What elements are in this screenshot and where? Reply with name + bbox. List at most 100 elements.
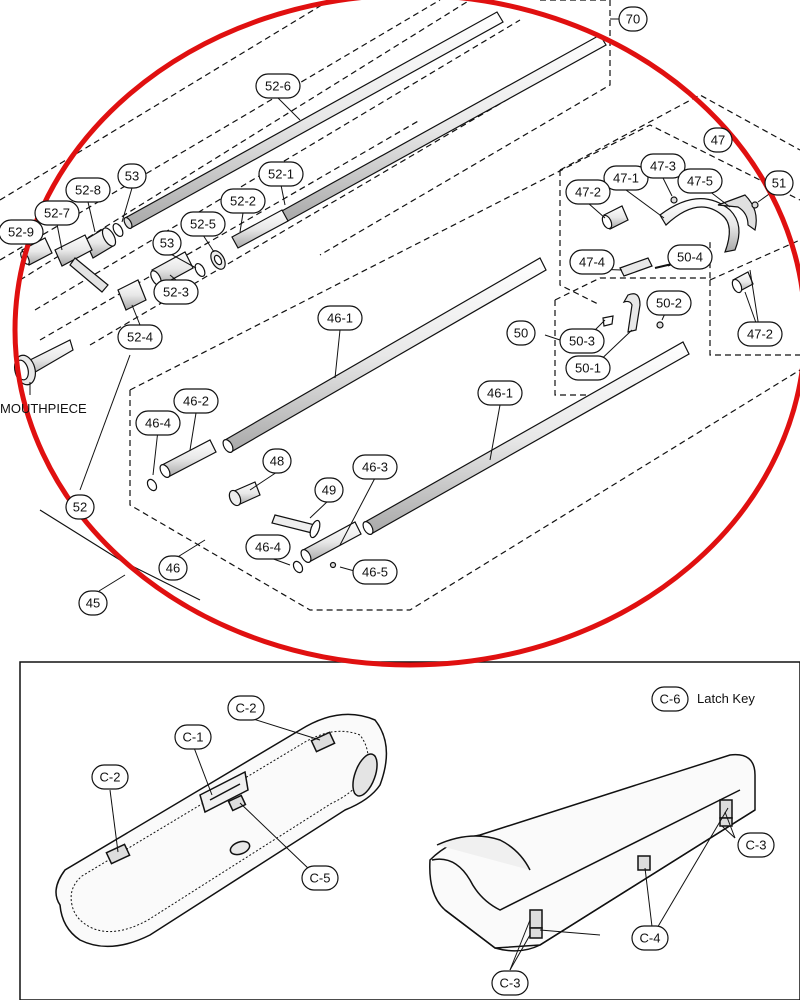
callout-52-4: 52-4 <box>117 324 163 350</box>
callout-bubble <box>262 448 292 474</box>
callout-52-3: 52-3 <box>153 279 199 305</box>
callout-bubble <box>152 230 182 256</box>
callout-label: 53 <box>160 236 174 251</box>
callout-53b: 53 <box>152 230 182 256</box>
callout-47-3: 47-3 <box>640 153 686 179</box>
callout-70: 70 <box>618 6 648 32</box>
part-47-4 <box>619 257 653 277</box>
callout-bubble <box>559 328 605 354</box>
highlight-ring <box>12 0 800 668</box>
callout-label: C-5 <box>310 871 331 886</box>
callout-label: 52-1 <box>268 167 294 182</box>
callout-label: 47-2 <box>747 327 773 342</box>
callout-C6: C-6 <box>651 686 689 712</box>
callout-50-1: 50-1 <box>565 355 611 381</box>
callout-46-4a: 46-4 <box>135 410 181 436</box>
callout-47: 47 <box>703 127 733 153</box>
callout-bubble <box>65 177 111 203</box>
callout-label: 47-3 <box>650 159 676 174</box>
callout-label: 70 <box>626 12 640 27</box>
callout-bubble <box>569 249 615 275</box>
callout-C5: C-5 <box>301 865 339 891</box>
callout-C4: C-4 <box>631 925 669 951</box>
callout-bubble <box>317 305 363 331</box>
callout-52-7: 52-7 <box>34 200 80 226</box>
callout-bubble <box>135 410 181 436</box>
callout-50-3: 50-3 <box>559 328 605 354</box>
callout-bubble <box>764 170 794 196</box>
callout-bubble <box>491 970 529 996</box>
callout-label: 52-9 <box>8 225 34 240</box>
part-47-1 <box>659 198 740 253</box>
part-52-7 <box>54 234 109 293</box>
callout-label: C-1 <box>183 730 204 745</box>
callout-45: 45 <box>78 590 108 616</box>
callout-label: C-6 <box>660 692 681 707</box>
callout-C2a: C-2 <box>227 695 265 721</box>
callout-label: 50-3 <box>569 334 595 349</box>
callout-bubble <box>34 200 80 226</box>
group-outlines <box>0 0 800 611</box>
part-47-2a <box>601 205 629 230</box>
callout-label: 52-6 <box>265 79 291 94</box>
part-47-3 <box>670 196 678 204</box>
callout-bubble <box>65 494 95 520</box>
callout-label: 52-2 <box>230 194 256 209</box>
callout-label: 52-5 <box>190 217 216 232</box>
part-49 <box>271 514 321 539</box>
ring-46-4b <box>292 560 304 574</box>
callout-46-5: 46-5 <box>352 559 398 585</box>
callout-label: C-3 <box>500 976 521 991</box>
callout-47-5: 47-5 <box>677 168 723 194</box>
callout-label: C-4 <box>640 931 661 946</box>
callout-label: 50 <box>514 326 528 341</box>
case-panel-border <box>19 661 800 1000</box>
part-48 <box>228 481 261 507</box>
callout-52: 52 <box>65 494 95 520</box>
callout-bubble <box>117 324 163 350</box>
callout-C1: C-1 <box>174 724 212 750</box>
callout-52-9: 52-9 <box>0 219 44 245</box>
case-leaders <box>109 717 736 971</box>
callout-bubble <box>618 6 648 32</box>
callout-label: 46-1 <box>487 386 513 401</box>
callout-label: 50-1 <box>575 361 601 376</box>
callout-label: 51 <box>772 176 786 191</box>
callout-bubble <box>646 290 692 316</box>
case-panel <box>19 661 800 1000</box>
callout-52-2: 52-2 <box>220 188 266 214</box>
callout-label: 52-7 <box>44 206 70 221</box>
callout-47-2b: 47-2 <box>737 321 783 347</box>
callout-label: 52 <box>73 500 87 515</box>
ring-53a <box>112 222 124 238</box>
callout-49: 49 <box>314 477 344 503</box>
callout-46-3: 46-3 <box>352 454 398 480</box>
part-50-2 <box>656 321 664 329</box>
callout-label: 50-4 <box>677 250 703 265</box>
part-50-3 <box>602 315 614 327</box>
callout-bubble <box>352 559 398 585</box>
callout-label: 46 <box>166 561 180 576</box>
callout-label: 46-5 <box>362 565 388 580</box>
callout-bubble <box>677 168 723 194</box>
callout-bubble <box>506 320 536 346</box>
callout-C2b: C-2 <box>91 764 129 790</box>
part-50-1 <box>622 293 641 333</box>
callout-label: 47-2 <box>575 185 601 200</box>
tube-46-1b <box>362 341 690 535</box>
callout-52-8: 52-8 <box>65 177 111 203</box>
callout-layer: 704752-652-152-252-5535352-852-752-952-3… <box>0 6 794 996</box>
callout-bubble <box>314 477 344 503</box>
callout-bubble <box>117 163 147 189</box>
callout-bubble <box>565 179 611 205</box>
callout-label: 52-4 <box>127 330 153 345</box>
callout-bubble <box>258 161 304 187</box>
part-50-4 <box>654 263 673 269</box>
callout-C3b: C-3 <box>491 970 529 996</box>
callout-bubble <box>78 590 108 616</box>
callout-bubble <box>631 925 669 951</box>
callout-label: C-3 <box>746 838 767 853</box>
case-left <box>55 713 388 948</box>
callout-bubble <box>153 279 199 305</box>
